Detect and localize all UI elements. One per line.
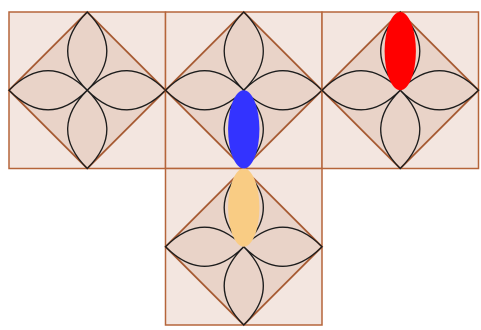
highlight-blue-petal (228, 90, 259, 168)
tile-top-left (9, 12, 166, 169)
highlight-red-petal (385, 12, 416, 90)
highlight-orange-petal (228, 169, 259, 247)
